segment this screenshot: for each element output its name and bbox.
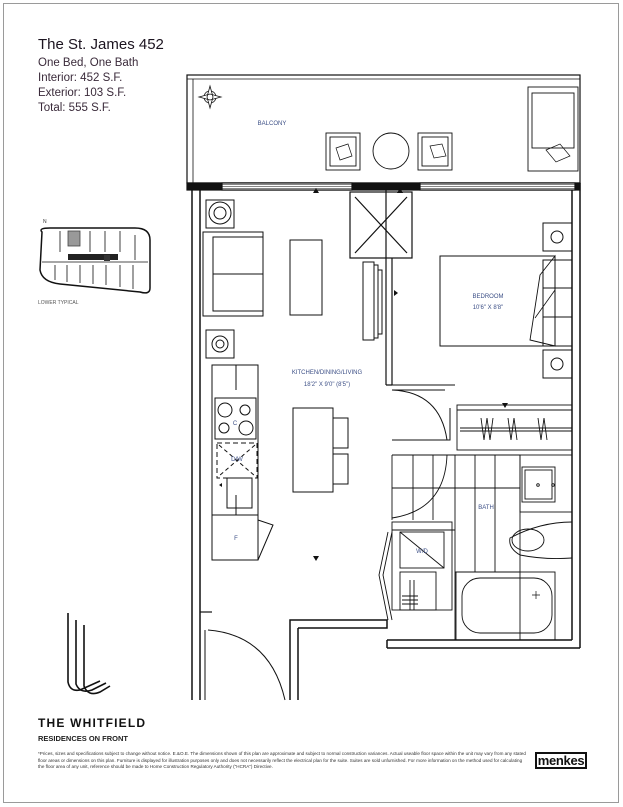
page-border — [3, 3, 619, 803]
key-plan: N — [39, 219, 151, 294]
total-area: Total: 555 S.F. — [38, 102, 111, 114]
cooktop-label: C — [233, 421, 238, 427]
compass-icon — [197, 84, 223, 110]
bedroom-dimensions: 10'6" X 8'8" — [473, 305, 504, 311]
developer-logo: menkes — [535, 752, 587, 769]
living-furniture — [202, 199, 383, 359]
balcony-label: BALCONY — [258, 121, 287, 127]
bedroom-label: BEDROOM — [472, 294, 503, 300]
bedroom-furniture — [439, 222, 573, 379]
disclaimer: *Prices, sizes and specifications subjec… — [38, 751, 526, 770]
unit-type: One Bed, One Bath — [38, 57, 139, 69]
fridge-label: F — [234, 536, 238, 542]
kitchen-label: KITCHEN/DINING/LIVING — [292, 370, 363, 376]
brand-tagline: RESIDENCES ON FRONT — [38, 734, 129, 743]
washer-dryer-label: W/D — [416, 549, 428, 555]
kitchen-counter — [211, 364, 274, 561]
north-arrow-label: N — [43, 219, 47, 225]
unit-header: The St. James 452 One Bed, One Bath Inte… — [38, 36, 164, 116]
kitchen-dimensions: 18'2" X 9'0" (8'5") — [304, 382, 350, 388]
bath-label: BATH — [478, 505, 494, 511]
interior-area: Interior: 452 S.F. — [38, 72, 123, 84]
whitfield-logo-mark — [67, 613, 111, 695]
key-plan-label: LOWER TYPICAL — [38, 300, 79, 306]
dishwasher-label: D/W — [231, 457, 243, 463]
balcony-outline — [186, 74, 581, 184]
exterior-area: Exterior: 103 S.F. — [38, 87, 127, 99]
unit-name: The St. James 452 — [38, 36, 164, 53]
bedroom-closet — [456, 403, 573, 451]
entry-closet — [349, 191, 413, 259]
bathroom — [391, 454, 573, 641]
laundry — [378, 521, 453, 621]
dining-set — [292, 407, 349, 493]
brand-name: THE WHITFIELD — [38, 716, 147, 730]
balcony-furniture — [325, 86, 579, 172]
entry-door — [204, 629, 286, 701]
